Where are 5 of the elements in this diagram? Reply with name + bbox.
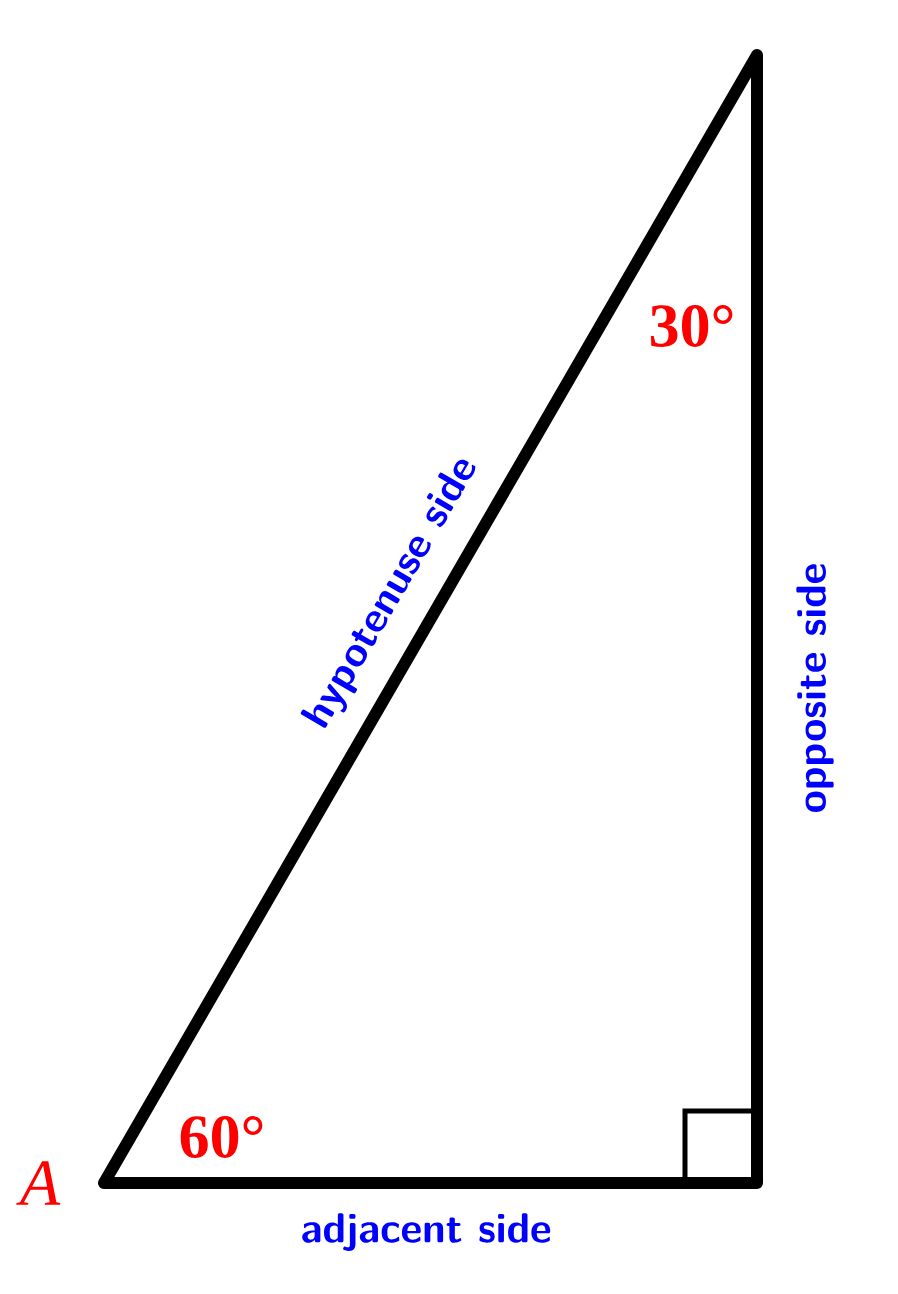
angle-label: 60°: [180, 1116, 263, 1158]
vertex-label: A: [16, 1161, 61, 1205]
angle-label: 30°: [650, 305, 733, 347]
side-label: opposite side: [796, 564, 834, 812]
side-label: adjacent side: [302, 1213, 551, 1251]
